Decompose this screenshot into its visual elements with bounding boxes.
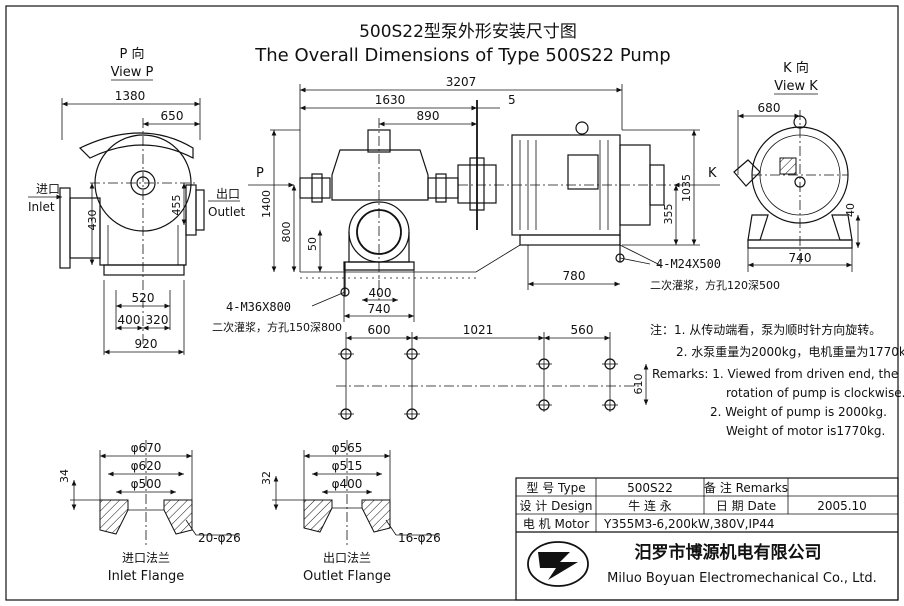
tb-motor-label: 电 机 Motor [523, 517, 589, 531]
note-cn-2: 2. 水泵重量为2000kg，电机重量为1770kg。 [676, 345, 904, 359]
dim-920: 920 [135, 337, 158, 351]
inlet-holes: 20-φ26 [198, 531, 241, 545]
company-name-en: Miluo Boyuan Electromechanical Co., Ltd. [607, 571, 877, 586]
remarks: 注：1. 从传动端看，泵为顺时针方向旋转。 2. 水泵重量为2000kg，电机重… [650, 322, 904, 438]
tb-type-value: 500S22 [627, 481, 673, 495]
title-cn: 500S22型泵外形安装尺寸图 [359, 22, 577, 42]
dim-3207: 3207 [446, 75, 477, 89]
arrow-p-label: P [256, 166, 264, 181]
dim-1380: 1380 [115, 89, 146, 103]
bolt-holes [338, 348, 618, 420]
dim-1035: 1035 [680, 174, 693, 202]
outlet-flange-en: Outlet Flange [303, 569, 391, 584]
view-k-label-cn: K 向 [783, 60, 809, 76]
tb-type-label: 型 号 Type [526, 481, 585, 495]
view-k: K 向 View K 680 40 740 [733, 60, 861, 272]
outlet-flange: φ565 φ515 φ400 32 16-φ26 出口法兰 Outlet Fla… [260, 440, 441, 584]
tb-date-label: 日 期 Date [716, 499, 776, 513]
dim-430: 430 [86, 210, 99, 231]
foundation-plan: 600 1021 560 610 [336, 323, 649, 420]
dim-1630: 1630 [375, 93, 406, 107]
dim-5: 5 [508, 93, 516, 107]
front-view: 3207 1630 5 890 P [212, 75, 780, 334]
tb-design-value: 牛 连 永 [628, 498, 672, 513]
dim-320: 320 [146, 313, 169, 327]
dim-455: 455 [170, 195, 183, 216]
dim-600: 600 [368, 323, 391, 337]
inlet-en: Inlet [28, 200, 55, 214]
view-k-label-en: View K [774, 79, 818, 94]
dim-40: 40 [844, 203, 857, 217]
inlet-flange-cn: 进口法兰 [122, 551, 170, 565]
outlet-en: Outlet [208, 205, 245, 219]
tb-motor-value: Y355M3-6,200kW,380V,IP44 [603, 517, 775, 531]
note-en-2b: Weight of motor is1770kg. [726, 424, 885, 438]
note-en-1b: rotation of pump is clockwise. [726, 386, 904, 400]
fan-cover-grid [779, 157, 797, 175]
arrow-k-label: K [708, 166, 717, 181]
tb-date-value: 2005.10 [817, 499, 867, 513]
dim-740-k: 740 [789, 251, 812, 265]
view-p: P 向 View P 1380 650 进口 Inlet 出口 Outlet [28, 46, 245, 355]
inlet-thk: 34 [58, 469, 71, 483]
dim-560: 560 [571, 323, 594, 337]
dim-740-front: 740 [368, 302, 391, 316]
outlet-flange-cn: 出口法兰 [323, 551, 371, 565]
dim-650: 650 [161, 109, 184, 123]
outlet-holes: 16-φ26 [398, 531, 441, 545]
dim-780: 780 [563, 269, 586, 283]
dim-800: 800 [280, 222, 293, 243]
view-p-label-en: View P [111, 65, 154, 80]
company-name-cn: 汨罗市博源机电有限公司 [635, 542, 822, 563]
dim-520: 520 [132, 291, 155, 305]
tb-remarks-label: 备 注 Remarks [704, 480, 788, 495]
dim-890: 890 [417, 109, 440, 123]
inlet-flange-en: Inlet Flange [108, 569, 184, 584]
inlet-cn: 进口 [36, 182, 60, 196]
dim-1400: 1400 [260, 190, 273, 218]
note-cn-1: 注：1. 从传动端看，泵为顺时针方向旋转。 [650, 322, 881, 337]
dim-50: 50 [306, 237, 319, 251]
dim-355: 355 [662, 204, 675, 225]
note-en-1a: Remarks: 1. Viewed from driven end, the [652, 367, 898, 381]
dim-400-front: 400 [369, 286, 392, 300]
terminal-box [733, 159, 761, 187]
motor-fins [519, 140, 609, 230]
sheet-border [5, 5, 899, 601]
company-logo [527, 541, 589, 587]
view-p-label-cn: P 向 [120, 46, 145, 62]
outlet-thk: 32 [260, 471, 273, 485]
title-block: 型 号 Type 500S22 备 注 Remarks 设 计 Design 牛… [515, 477, 899, 601]
grout-right-label: 二次灌浆，方孔120深500 [650, 278, 780, 292]
grout-left-label: 二次灌浆，方孔150深800 [212, 320, 342, 334]
dim-400-p: 400 [118, 313, 141, 327]
title-en: The Overall Dimensions of Type 500S22 Pu… [254, 45, 670, 66]
inlet-flange: φ670 φ620 φ500 34 20-φ26 进口法兰 Inlet Flan… [58, 440, 241, 584]
tb-design-label: 设 计 Design [519, 499, 592, 513]
bolt-right-label: 4-M24X500 [656, 257, 721, 271]
bolt-left-label: 4-M36X800 [226, 300, 291, 314]
dim-680: 680 [758, 101, 781, 115]
note-en-2a: 2. Weight of pump is 2000kg. [710, 405, 887, 419]
dim-610: 610 [632, 374, 645, 395]
dim-1021: 1021 [463, 323, 494, 337]
outlet-cn: 出口 [216, 187, 240, 201]
